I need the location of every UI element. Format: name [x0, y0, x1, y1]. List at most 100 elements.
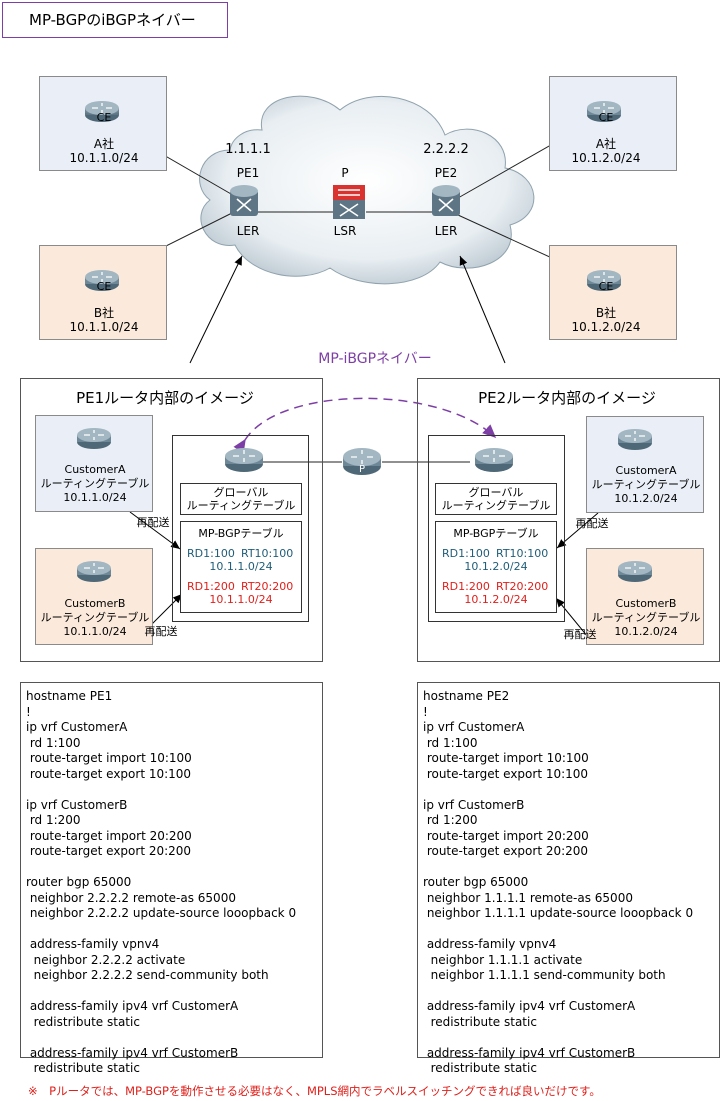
pe2-global-table: グローバル ルーティングテーブル [435, 483, 557, 515]
pe2-callout-arrow [459, 255, 506, 364]
prefix-label: 10.1.2.0/24 [571, 151, 641, 165]
config-line [26, 860, 322, 876]
config-line: neighbor 2.2.2.2 send-community both [26, 968, 269, 982]
pe1-redist-a-arrow [129, 511, 181, 550]
config-line: neighbor 2.2.2.2 update-source looopback… [26, 906, 297, 920]
ce-router-icon [587, 101, 621, 122]
config-line: address-family vpnv4 [423, 937, 557, 951]
prefix-label: 10.1.1.0/24 [63, 625, 127, 638]
global-label-2: ルーティングテーブル [441, 499, 551, 512]
pe1-customer-b: CustomerB ルーティングテーブル 10.1.1.0/24 [35, 548, 153, 645]
config-line [26, 922, 322, 938]
pe1-role: LER [236, 224, 260, 238]
mpls-cloud [199, 95, 535, 285]
entry-a-rt: RT10:100 [241, 547, 294, 560]
customer-name: CustomerB [615, 597, 677, 610]
pe2-router-box [428, 435, 565, 622]
pe2-redist-b-label: 再配送 [563, 628, 597, 641]
pe1-panel [20, 378, 323, 662]
config-line [423, 922, 719, 938]
router-icon [618, 561, 652, 582]
config-line: route-target export 20:200 [423, 844, 589, 858]
config-line [26, 984, 322, 1000]
pe2-config: hostname PE2!ip vrf CustomerA rd 1:100 r… [417, 682, 720, 1075]
entry-b-prefix: 10.1.2.0/24 [464, 593, 528, 606]
company-label: A社 [595, 137, 617, 151]
config-line [423, 984, 719, 1000]
pe1-mpbgp-table: MP-BGPテーブル RD1:100 RT10:100 10.1.1.0/24 … [180, 521, 302, 613]
config-line: redistribute static [26, 1061, 140, 1075]
entry-a-rd: RD1:100 [187, 547, 235, 560]
pe1-ip: 1.1.1.1 [225, 142, 271, 157]
config-line: router bgp 65000 [26, 875, 132, 889]
site-b2: CE B社 10.1.2.0/24 [549, 245, 677, 340]
footnote: ※ Pルータでは、MP-BGPを動作させる必要はなく、MPLS網内でラベルスイッ… [28, 1084, 601, 1098]
ce-label: CE [96, 111, 112, 124]
pe1-panel-title: PE1ルータ内部のイメージ [76, 389, 254, 407]
config-line: ! [423, 704, 428, 719]
config-line: address-family vpnv4 [26, 937, 160, 951]
ce-label: CE [598, 280, 614, 293]
router-icon [77, 428, 111, 449]
pe1-name: PE1 [236, 166, 260, 180]
config-line [26, 782, 322, 798]
config-line: rd 1:200 [423, 813, 478, 827]
prefix-label: 10.1.1.0/24 [69, 320, 139, 334]
config-line [26, 1030, 322, 1046]
company-label: B社 [93, 306, 115, 320]
config-line: ip vrf CustomerB [423, 797, 525, 812]
entry-a-prefix: 10.1.1.0/24 [209, 560, 273, 573]
customer-name: CustomerA [64, 463, 126, 476]
config-line: neighbor 1.1.1.1 remote-as 65000 [423, 890, 633, 905]
table-label: ルーティングテーブル [591, 611, 701, 624]
ce-label: CE [96, 280, 112, 293]
pe1-redist-b-label: 再配送 [144, 625, 178, 638]
config-line: neighbor 2.2.2.2 activate [26, 952, 186, 967]
pe1-redist-a-label: 再配送 [136, 516, 170, 529]
config-line [423, 1030, 719, 1046]
config-line: route-target import 10:100 [423, 751, 589, 765]
pe1-customer-a: CustomerA ルーティングテーブル 10.1.1.0/24 [35, 415, 153, 512]
config-line: hostname PE2 [423, 689, 510, 703]
ce-router-icon [85, 101, 119, 122]
table-label: ルーティングテーブル [591, 478, 701, 491]
prefix-label: 10.1.1.0/24 [63, 491, 127, 504]
config-line: route-target export 20:200 [26, 844, 192, 858]
pe2-router-icon [432, 185, 460, 216]
p-role: LSR [333, 224, 357, 238]
prefix-label: 10.1.2.0/24 [614, 625, 678, 638]
entry-a-prefix: 10.1.2.0/24 [464, 560, 528, 573]
config-line: redistribute static [26, 1014, 140, 1029]
prefix-label: 10.1.2.0/24 [614, 492, 678, 505]
entry-b-rd: RD1:200 [442, 580, 490, 593]
pe2-internal-router-icon [475, 448, 513, 472]
config-line: redistribute static [423, 1014, 537, 1029]
config-line: route-target import 10:100 [26, 751, 192, 765]
config-line: address-family ipv4 vrf CustomerA [423, 999, 636, 1013]
config-line: address-family ipv4 vrf CustomerB [423, 1045, 636, 1060]
config-line: address-family ipv4 vrf CustomerB [26, 1045, 239, 1060]
config-line: neighbor 2.2.2.2 remote-as 65000 [26, 890, 236, 905]
config-line: route-target import 20:200 [26, 828, 192, 843]
pe2-mpbgp-table: MP-BGPテーブル RD1:100 RT10:100 10.1.2.0/24 … [435, 521, 557, 613]
pe2-ip: 2.2.2.2 [423, 142, 469, 157]
pe1-config: hostname PE1!ip vrf CustomerA rd 1:100 r… [20, 682, 323, 1075]
p-internal-router-icon [343, 448, 381, 475]
entry-a-rd: RD1:100 [442, 547, 490, 560]
table-label: ルーティングテーブル [40, 477, 150, 490]
pe2-panel-title: PE2ルータ内部のイメージ [478, 389, 656, 407]
company-label: A社 [93, 137, 115, 151]
config-line: router bgp 65000 [423, 875, 529, 889]
pe2-redist-a-arrow [556, 512, 599, 549]
mpbgp-title: MP-BGPテーブル [453, 527, 539, 540]
p-name: P [341, 166, 349, 180]
customer-name: CustomerA [615, 464, 677, 477]
p-internal-label: P [358, 464, 366, 475]
diagram-title: MP-BGPのiBGPネイバー [2, 2, 228, 38]
global-label-1: グローバル [213, 486, 269, 499]
config-line [423, 860, 719, 876]
pe2-customer-b: CustomerB ルーティングテーブル 10.1.2.0/24 [586, 548, 704, 645]
prefix-label: 10.1.2.0/24 [571, 320, 641, 334]
config-line: ! [26, 704, 31, 719]
global-label-2: ルーティングテーブル [186, 499, 296, 512]
